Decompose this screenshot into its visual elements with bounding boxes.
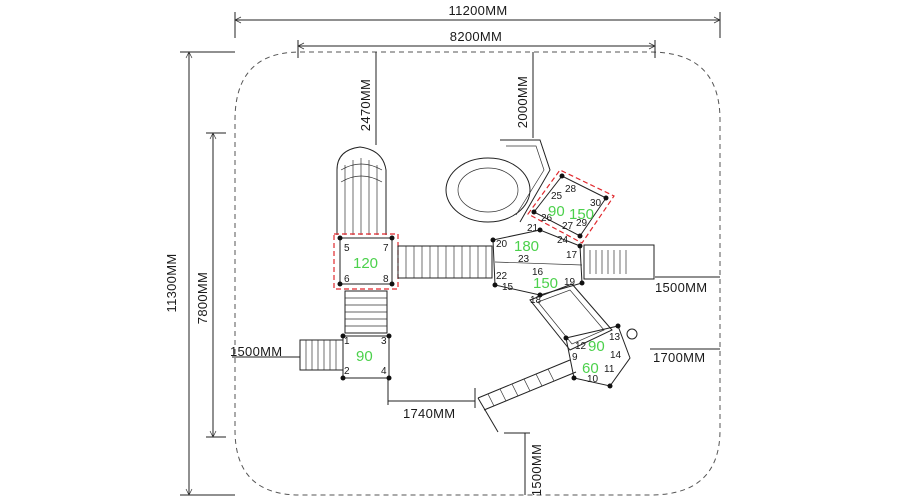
- post-number: 7: [383, 243, 389, 254]
- bottom-ladder: [477, 359, 577, 433]
- post-number: 29: [576, 218, 588, 229]
- right-ramp-label: 1700MM: [653, 350, 705, 365]
- post-number: 18: [530, 295, 542, 306]
- post-number: 13: [609, 332, 621, 343]
- dimension-slide-height: 2000MM: [515, 52, 534, 138]
- post-number: 23: [518, 254, 530, 265]
- dimension-right-ramp: 1700MM: [650, 348, 720, 365]
- post-markers: [337, 173, 621, 389]
- spiral-slide: [445, 139, 551, 223]
- climbing-ramp-pattern: [537, 289, 605, 345]
- post-number: 25: [551, 191, 563, 202]
- overall-depth-label: 11300MM: [164, 254, 179, 313]
- inner-width-label: 8200MM: [450, 29, 502, 44]
- post-number: 20: [496, 239, 508, 250]
- slide-deck-highlight: [527, 169, 615, 244]
- post-number-labels: 1 2 3 4 5 6 7 8 9 10 11 12 13 14 15 16 1…: [344, 184, 622, 385]
- post-number: 8: [383, 274, 389, 285]
- right-slide: [583, 244, 655, 280]
- post-number: 5: [344, 243, 350, 254]
- slide-deck-upper-height: 150: [569, 206, 594, 223]
- dimension-overall-width: 11200MM: [234, 3, 721, 38]
- climbing-ramp: [529, 283, 613, 351]
- dimension-tower-height: 2470MM: [358, 52, 377, 145]
- post-number: 3: [381, 336, 387, 347]
- post-number: 27: [562, 221, 574, 232]
- post-number: 14: [610, 350, 622, 361]
- post-number: 15: [502, 282, 514, 293]
- post-number: 12: [575, 341, 587, 352]
- tower-deck-height: 120: [353, 255, 378, 272]
- post-number: 30: [590, 198, 602, 209]
- safety-zone-boundary: [234, 51, 721, 496]
- post-number: 11: [604, 364, 615, 375]
- hex-deck-upper-height: 180: [514, 238, 539, 255]
- post-number: 21: [527, 223, 539, 234]
- dimension-bottom-ladder: 1500MM: [504, 432, 544, 496]
- right-deck: [565, 325, 631, 387]
- left-stair: [299, 339, 344, 371]
- post-number: 16: [532, 267, 544, 278]
- dimension-inner-depth: 7800MM: [195, 132, 226, 438]
- left-stair-label: 1500MM: [230, 344, 282, 359]
- dimension-inner-width: 8200MM: [297, 29, 656, 58]
- tower-height-label: 2470MM: [358, 79, 373, 131]
- tower-step-panel: [344, 290, 388, 334]
- bottom-ladder-label: 1500MM: [529, 444, 544, 496]
- post-number: 19: [564, 277, 576, 288]
- inner-depth-label: 7800MM: [195, 272, 210, 324]
- post-number: 2: [344, 366, 350, 377]
- steering-wheel: [626, 328, 638, 340]
- post-number: 6: [344, 274, 350, 285]
- post-number: 9: [572, 352, 578, 363]
- post-number: 24: [557, 235, 569, 246]
- post-number: 26: [541, 213, 553, 224]
- post-number: 1: [344, 336, 350, 347]
- dimension-overall-depth: 11300MM: [164, 51, 235, 496]
- post-number: 28: [565, 184, 577, 195]
- slide-deck-height: 90: [548, 203, 565, 220]
- right-slide-label: 1500MM: [655, 280, 707, 295]
- dimension-left-stair: 1500MM: [230, 344, 300, 359]
- dimension-right-slide: 1500MM: [655, 276, 720, 295]
- post-number: 10: [587, 374, 599, 385]
- right-deck-upper-height: 90: [588, 338, 605, 355]
- lower-deck-height: 90: [356, 348, 373, 365]
- bridge: [397, 245, 493, 279]
- post-number: 4: [381, 366, 387, 377]
- dimension-bottom-offset: 1740MM: [387, 380, 476, 421]
- post-number: 22: [496, 271, 508, 282]
- right-deck-lower-height: 60: [582, 360, 599, 377]
- deck-height-labels: 120 90 180 150 90 150 90 60: [353, 203, 605, 377]
- post-number: 17: [566, 250, 578, 261]
- slide-height-label: 2000MM: [515, 76, 530, 128]
- bottom-offset-label: 1740MM: [403, 406, 455, 421]
- overall-width-label: 11200MM: [449, 3, 508, 18]
- tower-deck: [339, 237, 393, 285]
- hex-deck-lower-height: 150: [533, 275, 558, 292]
- tower-roof: [336, 146, 387, 235]
